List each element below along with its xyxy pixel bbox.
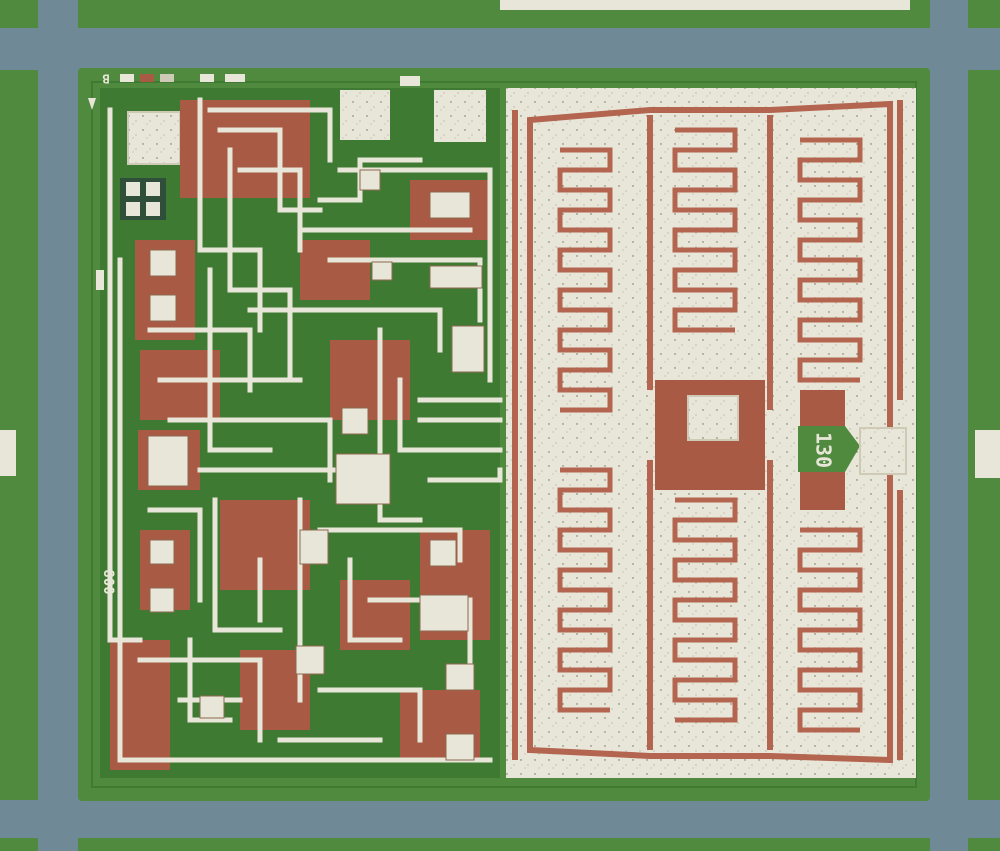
die-label: 130: [812, 432, 836, 468]
die-side-label: 800: [100, 569, 116, 594]
bond-pad: [340, 90, 390, 140]
corner-mark: B: [102, 72, 109, 86]
output-transistor: [506, 88, 916, 778]
bond-pad: [434, 90, 486, 142]
alignment-marks: [88, 74, 420, 290]
center-pad: [687, 395, 739, 441]
test-pattern: [120, 178, 166, 220]
metal-routing: [107, 97, 503, 763]
main-die: 130 800 B: [78, 68, 930, 801]
bond-pad: [127, 111, 181, 165]
right-pad: [859, 427, 907, 475]
contacts: [147, 169, 485, 761]
